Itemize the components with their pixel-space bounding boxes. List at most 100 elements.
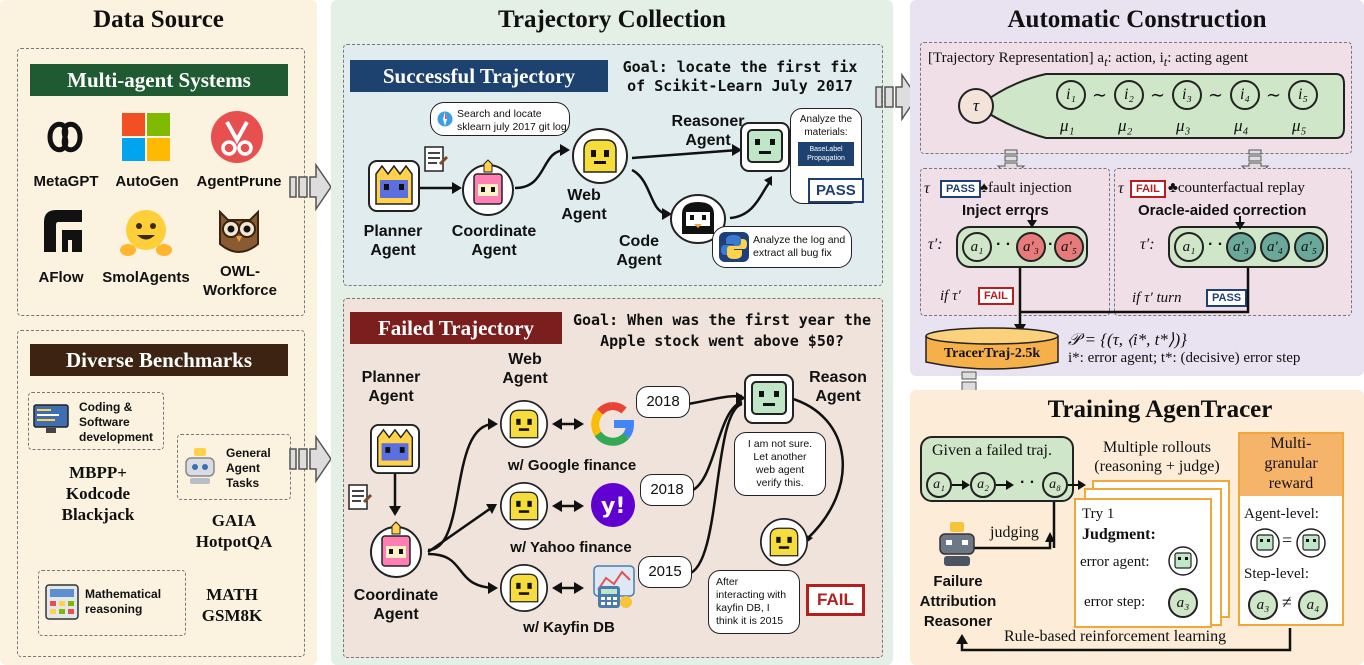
given-traj-label: Given a failed traj. (932, 442, 1052, 459)
data-source-panel (0, 0, 317, 665)
calculator-icon (45, 584, 79, 620)
tau-prime-left: τ′: (928, 236, 943, 253)
construction-title: Automatic Construction (1007, 6, 1267, 33)
failed-goal: Goal: When was the first year the Apple … (572, 311, 871, 350)
success-code-label: Code Agent (616, 233, 662, 269)
repr-mid: : action, i (1107, 50, 1164, 66)
database-calculator-icon (593, 565, 635, 608)
reasoner-robot-icon (939, 522, 975, 566)
mu-3: μ₃ (1176, 116, 1191, 135)
step-node-right: a₄ (1298, 590, 1328, 620)
try-label: Try 1 (1082, 506, 1115, 522)
safari-icon (436, 110, 454, 128)
arrow-right-icon (875, 72, 918, 122)
dataset-formula: 𝒫 = {(τ, ⟨i*, t*⟩)} (1068, 330, 1187, 349)
failed-reason-label: Reason Agent (809, 369, 867, 405)
google-icon (591, 401, 634, 446)
counterfactual-label: ♣counterfactual replay (1168, 180, 1305, 196)
arrow-right-icon (289, 434, 332, 484)
svg-text:∼: ∼ (1150, 85, 1165, 106)
left-node-5: a′₅ (1054, 232, 1084, 262)
repr-prefix: [Trajectory Representation] a (928, 50, 1105, 66)
smolagents-icon (120, 210, 172, 256)
repr-a-sub: t (1104, 55, 1108, 69)
pass-badge-right: PASS (1206, 289, 1248, 307)
bench-general-datasets: GAIA HotpotQA (195, 511, 273, 551)
agent-node-3: i₃ (1172, 80, 1202, 110)
fault-injection-label: ♠fault injection (980, 180, 1072, 196)
mu-5: μ₅ (1292, 116, 1307, 135)
bench-math-datasets: MATH GSM8K (201, 585, 263, 625)
system-autogen: AutoGen (115, 173, 179, 190)
repr-end: : acting agent (1167, 50, 1249, 66)
equals-sign: = (1282, 530, 1293, 550)
bench-coding-datasets: MBPP+ Kodcode Blackjack (61, 463, 135, 524)
given-node-8: a₈ (1042, 472, 1068, 498)
left-ellipsis: · · (996, 236, 1012, 253)
bench-general-category: General Agent Tasks (226, 446, 271, 490)
inject-errors-label: Inject errors (962, 202, 1049, 219)
error-agent-icon (1168, 546, 1198, 576)
given-node-2: a₂ (970, 472, 996, 498)
dataset-cylinder (925, 327, 1059, 370)
tau-left: τ (924, 180, 930, 197)
failed-google-label: w/ Google finance (507, 457, 637, 474)
owl-icon (219, 209, 259, 253)
mu-2: μ₂ (1118, 116, 1133, 135)
left-node-3: a′₃ (1016, 232, 1046, 262)
tau-right: τ (1118, 180, 1124, 197)
right-node-1: a₁ (1174, 232, 1204, 262)
planner-agent-icon (368, 160, 420, 212)
trajectory-representation: [Trajectory Representation] at: action, … (928, 50, 1248, 70)
answer-bubble-2: 2018 (640, 474, 694, 506)
web-agent-icon (500, 564, 548, 612)
error-step-label: error step: (1084, 594, 1146, 610)
agent-node-2: i₂ (1114, 80, 1144, 110)
fail-badge-left: FAIL (978, 287, 1014, 305)
arrow-right-icon (289, 162, 332, 212)
failed-coordinate-label: Coordinate Agent (353, 587, 439, 623)
system-metagpt: MetaGPT (33, 173, 99, 190)
system-aflow: AFlow (38, 269, 84, 286)
failed-planner-label: Planner Agent (361, 369, 421, 405)
left-dot: · (1048, 236, 1054, 253)
right-node-5: a′₅ (1294, 232, 1324, 262)
mu-4: μ₄ (1234, 116, 1249, 135)
svg-text:∼: ∼ (1092, 85, 1107, 106)
rl-label: Rule-based reinforcement learning (1002, 628, 1229, 646)
answer-bubble-3: 2015 (638, 556, 692, 588)
success-coordinate-label: Coordinate Agent (451, 223, 537, 259)
svg-text:y!: y! (601, 494, 625, 519)
web-agent-icon (572, 128, 628, 184)
success-web-label: Web Agent (561, 187, 607, 223)
training-title: Training AgenTracer (1047, 396, 1273, 423)
failed-kayfin-label: w/ Kayfin DB (523, 619, 615, 636)
tau-prime-right: τ′: (1140, 236, 1155, 253)
success-goal: Goal: locate the first fix of Scikit-Lea… (622, 58, 858, 95)
planner-agent-icon (370, 424, 420, 474)
math-box (38, 570, 186, 636)
mu-1: μ₁ (1060, 116, 1075, 135)
given-ellipsis: · · (1020, 474, 1036, 491)
unsure-bubble: I am not sure. Let another web agent ver… (734, 432, 826, 496)
code-bubble-text: Analyze the log and extract all bug fix (753, 234, 846, 259)
answer-bubble-1: 2018 (636, 386, 690, 418)
reward-title: Multi- granular reward (1240, 434, 1342, 496)
right-node-4: a′₄ (1260, 232, 1290, 262)
tau-node: τ (958, 88, 994, 124)
web-agent-icon (500, 482, 548, 530)
bench-banner: Diverse Benchmarks (30, 344, 288, 376)
step-node-left: a₃ (1248, 590, 1278, 620)
if-tau-left: if τ′ (940, 288, 961, 304)
agentprune-icon (211, 111, 263, 163)
failed-fail-badge: FAIL (806, 584, 865, 616)
system-agentprune: AgentPrune (196, 173, 282, 190)
benchmark-box (17, 330, 305, 657)
reasoner-agent-icon (740, 122, 790, 172)
coordinate-agent-icon (462, 159, 514, 216)
not-equal-sign: ≠ (1282, 592, 1292, 612)
analyze-bubble-text: Analyze the materials: (799, 114, 853, 138)
failed-banner: Failed Trajectory (350, 312, 562, 344)
success-pass-badge: PASS (808, 178, 864, 203)
propagation-card: BaseLabel Propagation (798, 142, 854, 166)
